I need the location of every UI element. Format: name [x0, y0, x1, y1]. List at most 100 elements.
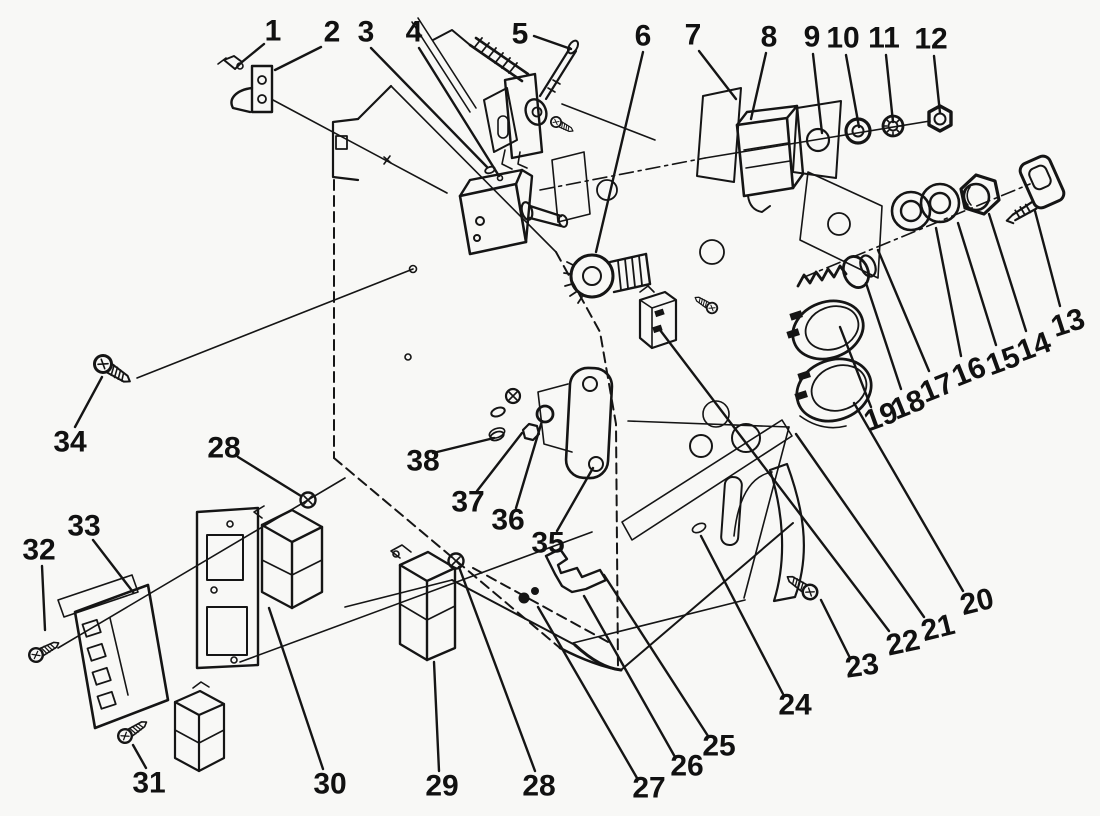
switch-plate-17	[799, 171, 883, 279]
leader-line-38-38	[431, 436, 496, 455]
part-number-31-30: 31	[132, 767, 165, 800]
part-number-13-12: 13	[1047, 302, 1089, 344]
part-number-3-2: 3	[358, 16, 375, 49]
part-number-38-38: 38	[406, 445, 439, 478]
throttle-assembly	[411, 17, 580, 170]
leader-line-34-33	[73, 375, 104, 429]
leader-line-9-8	[811, 52, 824, 135]
leader-line-33-32	[91, 538, 135, 594]
part-number-28-27: 28	[522, 770, 555, 803]
relay-29	[390, 544, 457, 662]
relay-small	[173, 681, 226, 773]
screw-head-28b	[447, 552, 465, 570]
leader-line-3-2	[369, 46, 489, 169]
clip-1	[217, 55, 244, 70]
part-number-23-22: 23	[843, 647, 881, 684]
leader-line-22-21	[658, 328, 891, 633]
leader-line-12-11	[932, 54, 942, 115]
part-number-8-7: 8	[761, 21, 778, 54]
ignition-switch-18	[796, 254, 877, 289]
leader-line-28-27	[457, 565, 537, 773]
leader-line-29-28	[432, 660, 441, 773]
leader-line-13-12	[1033, 209, 1062, 308]
assembly-axis-lines	[57, 99, 1031, 663]
interlock-bracket-25	[518, 547, 608, 604]
leader-line-8-7	[749, 51, 768, 121]
part-number-20-19: 20	[957, 582, 997, 622]
main-panel	[331, 84, 725, 672]
leader-line-2-1	[273, 45, 323, 72]
toggle-switch	[458, 151, 591, 256]
part-number-12-11: 12	[914, 23, 947, 56]
diagram-line-art	[25, 17, 1066, 773]
screw-head-28a	[299, 491, 317, 509]
part-number-37-37: 37	[451, 486, 484, 519]
part-number-1-0: 1	[265, 15, 282, 48]
leader-line-31-30	[131, 743, 148, 770]
ignition-key-13	[1005, 154, 1066, 225]
hardware-36-37-38	[489, 387, 555, 442]
part-number-2-1: 2	[324, 16, 341, 49]
lower-panel	[344, 400, 805, 672]
leader-line-6-5	[594, 50, 645, 254]
part-number-36-36: 36	[491, 504, 524, 537]
plate-7	[696, 87, 742, 183]
part-number-21-20: 21	[918, 608, 958, 648]
leader-line-27-26	[536, 605, 639, 780]
part-number-7-6: 7	[685, 19, 702, 52]
leader-line-5-4	[532, 34, 573, 51]
part-number-26-25: 26	[670, 750, 703, 783]
leader-line-7-6	[697, 49, 738, 101]
leader-line-36-36	[514, 419, 544, 510]
leader-line-10-9	[844, 53, 861, 129]
part-number-11-10: 11	[868, 22, 900, 55]
part-number-29-28: 29	[425, 770, 458, 803]
leader-line-23-22	[819, 598, 851, 658]
part-number-25-24: 25	[702, 730, 735, 763]
leader-line-25-24	[602, 573, 710, 738]
part-number-33-32: 33	[67, 510, 100, 543]
bracket-2	[230, 64, 274, 114]
leader-line-4-3	[417, 46, 501, 178]
part-number-9-8: 9	[804, 21, 821, 54]
part-number-32-31: 32	[22, 534, 55, 567]
fuse-block-33	[57, 574, 170, 730]
part-number-6-5: 6	[635, 20, 652, 53]
screw-31	[114, 715, 152, 747]
leader-line-15-14	[956, 221, 998, 347]
part-number-24-23: 24	[778, 689, 812, 722]
leader-line-24-23	[699, 534, 785, 696]
leader-line-1-0	[240, 42, 266, 64]
leader-line-14-13	[987, 212, 1028, 333]
part-number-5-4: 5	[512, 18, 529, 51]
leader-line-11-10	[884, 53, 895, 124]
leader-line-17-16	[876, 248, 931, 373]
part-number-35-35: 35	[531, 527, 564, 560]
flasher-unit	[638, 285, 678, 350]
light-socket-6	[563, 252, 652, 304]
small-screw	[691, 292, 721, 317]
leader-line-19-18	[838, 325, 873, 409]
leader-line-35-35	[555, 466, 595, 533]
screw-32	[25, 635, 63, 666]
lever-5	[538, 39, 580, 101]
leader-line-37-37	[475, 431, 524, 493]
part-number-28-34: 28	[207, 432, 240, 465]
gauge-19	[786, 299, 865, 361]
leader-line-16-15	[934, 226, 963, 358]
part-number-34-33: 34	[53, 426, 87, 459]
leader-line-30-29	[267, 606, 325, 771]
mount-strap-35	[537, 366, 614, 480]
part-number-4-3: 4	[406, 16, 423, 49]
ring-washers-16	[890, 182, 961, 232]
bracket-plate-28	[195, 506, 260, 670]
gauge-20	[794, 357, 873, 429]
leader-line-21-20	[794, 432, 926, 619]
part-number-10-9: 10	[826, 22, 859, 55]
leader-line-32-31	[40, 564, 47, 632]
plate-9	[792, 100, 842, 179]
part-number-30-29: 30	[313, 768, 346, 801]
leader-line-20-19	[852, 401, 965, 593]
leader-line-18-17	[864, 281, 903, 391]
